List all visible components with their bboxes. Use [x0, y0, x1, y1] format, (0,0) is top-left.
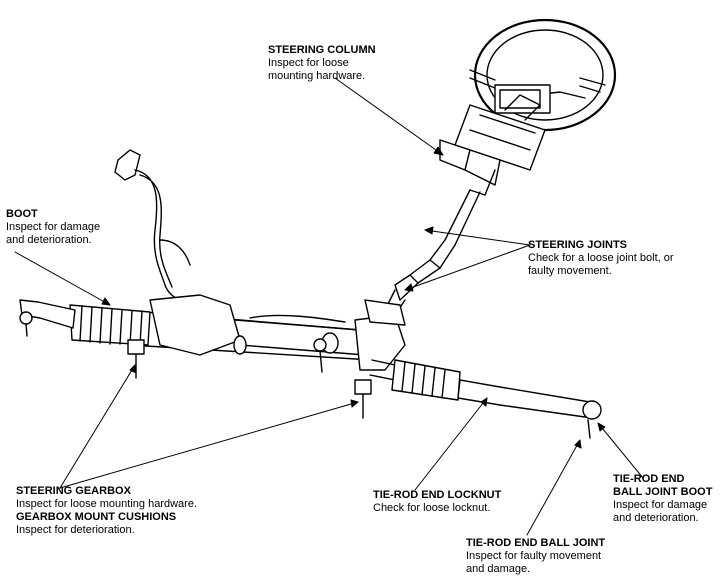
leader-lines [14, 77, 644, 536]
tie-rod-ball-joint-boot-title-2: BALL JOINT BOOT [613, 486, 713, 498]
left-boot [69, 304, 151, 346]
left-tie-rod [19, 299, 76, 337]
steering-joints-desc-2: faulty movement. [528, 265, 612, 277]
gearbox-mount-cushions-title: GEARBOX MOUNT CUSHIONS [16, 511, 177, 523]
tie-rod-ball-joint-boot-title-1: TIE-ROD END [613, 473, 685, 485]
tie-rod-locknut-desc-1: Check for loose locknut. [373, 502, 491, 514]
boot-desc-2: and deterioration. [6, 234, 92, 246]
callout-steering-column: STEERING COLUMN Inspect for loose mounti… [268, 44, 376, 83]
steering-column-desc-1: Inspect for loose [268, 57, 349, 69]
callout-steering-gearbox: STEERING GEARBOX Inspect for loose mount… [16, 485, 197, 537]
right-boot [391, 359, 461, 401]
steering-joints-desc-1: Check for a loose joint bolt, or [528, 252, 674, 264]
callout-tie-rod-locknut: TIE-ROD END LOCKNUT Check for loose lock… [373, 489, 501, 515]
wiring-harness [114, 149, 206, 311]
steering-column-shaft [384, 94, 546, 316]
callout-tie-rod-ball-joint-boot: TIE-ROD END BALL JOINT BOOT Inspect for … [613, 473, 712, 525]
gearbox-mount-cushions-desc-1: Inspect for deterioration. [16, 524, 135, 536]
rack-body [119, 294, 456, 393]
steering-gearbox-title: STEERING GEARBOX [16, 485, 131, 497]
callout-steering-joints: STEERING JOINTS Check for a loose joint … [528, 239, 674, 278]
tie-rod-ball-joint-title: TIE-ROD END BALL JOINT [466, 537, 606, 549]
steering-column-desc-2: mounting hardware. [268, 70, 366, 82]
right-tie-rod [457, 379, 602, 439]
tie-rod-ball-joint-desc-1: Inspect for faulty movement [466, 550, 602, 562]
steering-column-title: STEERING COLUMN [268, 44, 376, 56]
callout-boot: BOOT Inspect for damage and deterioratio… [6, 208, 100, 247]
tie-rod-ball-joint-desc-2: and damage. [466, 563, 531, 575]
tie-rod-ball-joint-boot-desc-1: Inspect for damage [613, 499, 708, 511]
steering-gearbox-desc-1: Inspect for loose mounting hardware. [16, 498, 197, 510]
tie-rod-locknut-title: TIE-ROD END LOCKNUT [373, 489, 502, 501]
tie-rod-ball-joint-boot-desc-2: and deterioration. [613, 512, 699, 524]
steering-joints-title: STEERING JOINTS [528, 239, 628, 251]
boot-title: BOOT [6, 208, 38, 220]
boot-desc-1: Inspect for damage [6, 221, 101, 233]
callout-tie-rod-ball-joint: TIE-ROD END BALL JOINT Inspect for fault… [466, 537, 605, 576]
mount-cushions [127, 338, 372, 419]
